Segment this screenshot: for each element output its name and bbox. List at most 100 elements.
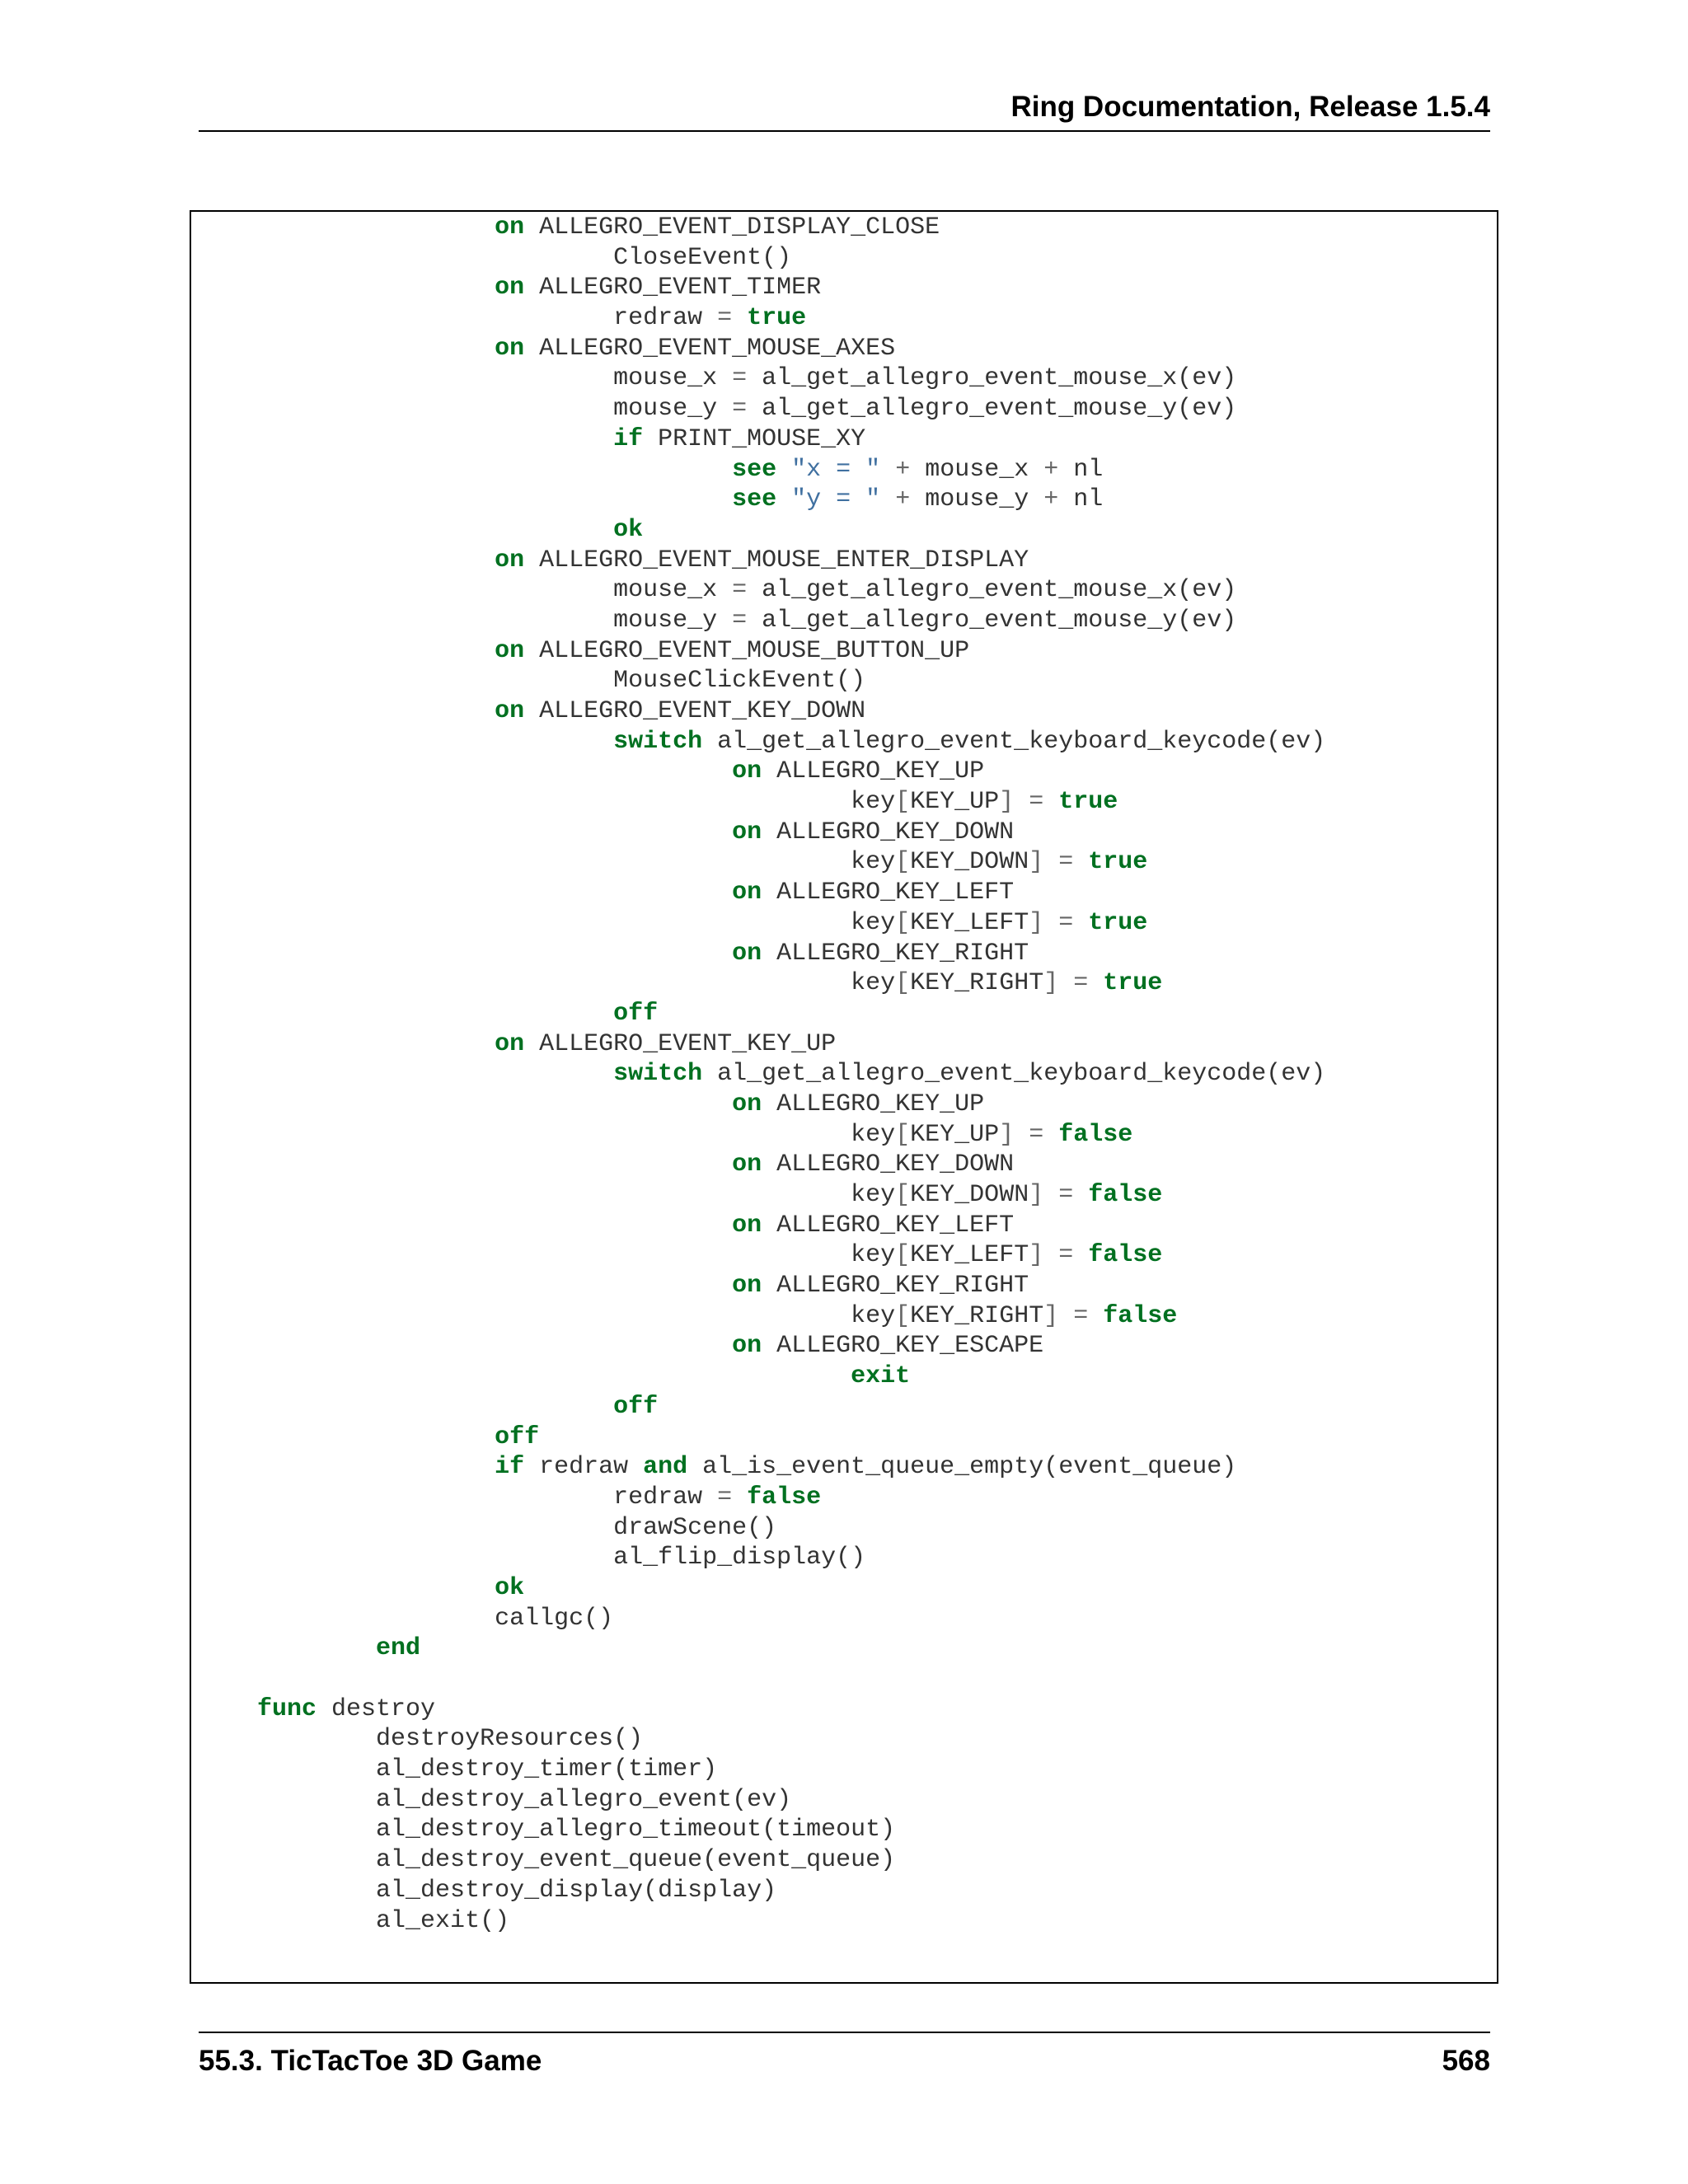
code-text: al_destroy_event_queue(event_queue) bbox=[376, 1846, 896, 1875]
code-text: destroyResources() bbox=[376, 1725, 644, 1754]
code-line: on ALLEGRO_KEY_UP bbox=[198, 757, 1325, 787]
code-indent bbox=[198, 1453, 495, 1481]
code-line: if PRINT_MOUSE_XY bbox=[198, 424, 1325, 455]
code-operator: [ bbox=[895, 1120, 911, 1149]
code-text bbox=[1043, 1241, 1058, 1269]
code-keyword: true bbox=[1103, 969, 1163, 998]
code-keyword: see bbox=[732, 485, 777, 514]
code-text: redraw bbox=[524, 1453, 644, 1482]
code-line: off bbox=[198, 999, 1325, 1029]
code-text: drawScene() bbox=[613, 1513, 777, 1542]
code-line: on ALLEGRO_KEY_ESCAPE bbox=[198, 1331, 1325, 1361]
code-keyword: on bbox=[495, 697, 525, 725]
code-keyword: on bbox=[495, 1029, 525, 1058]
code-line: on ALLEGRO_EVENT_MOUSE_BUTTON_UP bbox=[198, 636, 1325, 667]
code-keyword: exit bbox=[851, 1362, 911, 1391]
code-operator: [ bbox=[895, 1241, 911, 1270]
code-text: ALLEGRO_KEY_UP bbox=[762, 757, 985, 786]
code-text: MouseClickEvent() bbox=[613, 667, 866, 696]
code-text bbox=[1014, 1121, 1029, 1149]
code-indent bbox=[198, 728, 613, 756]
code-line: see "y = " + mouse_y + nl bbox=[198, 485, 1325, 515]
code-indent bbox=[198, 1090, 732, 1118]
code-text: mouse_y bbox=[910, 485, 1044, 514]
code-text bbox=[1043, 909, 1058, 937]
code-text: al_destroy_allegro_event(ev) bbox=[376, 1785, 792, 1814]
code-line: on ALLEGRO_KEY_LEFT bbox=[198, 878, 1325, 908]
code-keyword: ok bbox=[495, 1573, 525, 1602]
code-operator: [ bbox=[895, 908, 911, 937]
code-line: al_flip_display() bbox=[198, 1543, 1325, 1573]
code-keyword: true bbox=[747, 304, 807, 333]
code-keyword: on bbox=[732, 1211, 762, 1240]
code-text: callgc() bbox=[495, 1604, 614, 1633]
code-keyword: end bbox=[376, 1634, 421, 1663]
code-operator: = bbox=[1073, 969, 1089, 998]
code-operator: ] bbox=[999, 788, 1015, 817]
code-text: key bbox=[851, 788, 896, 817]
code-text bbox=[1014, 788, 1029, 816]
code-text: key bbox=[851, 848, 896, 877]
code-indent bbox=[198, 1755, 376, 1783]
code-line: on ALLEGRO_EVENT_MOUSE_ENTER_DISPLAY bbox=[198, 546, 1325, 576]
code-indent bbox=[198, 456, 732, 484]
code-indent bbox=[198, 1030, 495, 1058]
code-line: exit bbox=[198, 1361, 1325, 1392]
code-line: al_exit() bbox=[198, 1906, 1325, 1937]
code-line: mouse_y = al_get_allegro_event_mouse_y(e… bbox=[198, 394, 1325, 424]
code-text: ALLEGRO_EVENT_KEY_UP bbox=[524, 1029, 837, 1058]
code-operator: = bbox=[1058, 848, 1074, 877]
code-indent bbox=[198, 607, 613, 635]
code-text: CloseEvent() bbox=[613, 243, 792, 272]
code-line: redraw = true bbox=[198, 303, 1325, 334]
code-keyword: on bbox=[495, 213, 525, 241]
code-text bbox=[776, 485, 791, 513]
code-text: KEY_UP bbox=[910, 1120, 1000, 1149]
code-operator: = bbox=[1029, 788, 1044, 817]
code-keyword: on bbox=[732, 879, 762, 907]
code-indent bbox=[198, 364, 613, 392]
page-footer: 55.3. TicTacToe 3D Game 568 bbox=[199, 2032, 1490, 2083]
code-line: key[KEY_DOWN] = true bbox=[198, 847, 1325, 878]
code-text bbox=[1073, 1241, 1088, 1269]
code-indent bbox=[198, 425, 613, 453]
code-keyword: true bbox=[1088, 908, 1148, 937]
code-indent bbox=[198, 335, 495, 363]
code-keyword: true bbox=[1058, 788, 1118, 817]
code-line bbox=[198, 1664, 1325, 1694]
code-keyword: off bbox=[613, 1392, 659, 1421]
code-indent bbox=[198, 1605, 495, 1633]
code-text: ALLEGRO_KEY_RIGHT bbox=[762, 1272, 1029, 1301]
code-keyword: if bbox=[495, 1453, 525, 1482]
code-text: al_exit() bbox=[376, 1906, 510, 1935]
code-text bbox=[1088, 1302, 1103, 1330]
code-text bbox=[1043, 788, 1058, 816]
code-operator: ] bbox=[1043, 1301, 1059, 1330]
code-line: on ALLEGRO_EVENT_KEY_UP bbox=[198, 1029, 1325, 1060]
code-operator: ] bbox=[999, 1120, 1015, 1149]
code-text: mouse_y bbox=[613, 395, 733, 424]
code-text bbox=[732, 1483, 747, 1511]
code-keyword: off bbox=[495, 1422, 540, 1451]
code-line: on ALLEGRO_KEY_RIGHT bbox=[198, 1271, 1325, 1301]
code-indent bbox=[198, 757, 732, 785]
code-line: on ALLEGRO_KEY_DOWN bbox=[198, 818, 1325, 848]
code-operator: + bbox=[1043, 455, 1059, 484]
code-line: al_destroy_display(display) bbox=[198, 1876, 1325, 1906]
code-text: mouse_x bbox=[910, 455, 1044, 484]
code-text: al_get_allegro_event_mouse_y(ev) bbox=[747, 606, 1237, 635]
code-indent bbox=[198, 1483, 613, 1511]
code-text: ALLEGRO_EVENT_MOUSE_BUTTON_UP bbox=[524, 636, 970, 665]
code-indent bbox=[198, 1423, 495, 1451]
code-text: al_destroy_display(display) bbox=[376, 1876, 777, 1905]
code-keyword: and bbox=[643, 1453, 688, 1482]
code-text bbox=[880, 485, 895, 513]
code-keyword: on bbox=[495, 546, 525, 574]
code-indent bbox=[198, 1907, 376, 1935]
code-indent bbox=[198, 818, 732, 846]
code-indent bbox=[198, 1241, 851, 1269]
code-line: on ALLEGRO_KEY_DOWN bbox=[198, 1150, 1325, 1180]
code-line: al_destroy_allegro_timeout(timeout) bbox=[198, 1815, 1325, 1845]
code-operator: = bbox=[717, 304, 733, 333]
code-operator: = bbox=[1058, 1241, 1074, 1270]
